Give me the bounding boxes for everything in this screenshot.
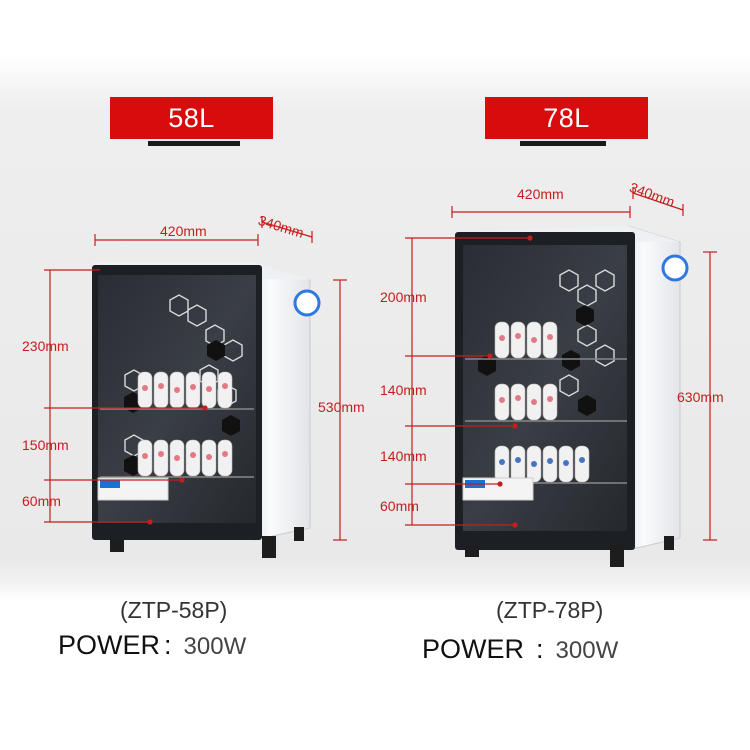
power-rating-78l: POWER:300W <box>422 634 618 665</box>
shelf-label-58l-bottom: 60mm <box>22 493 61 509</box>
capacity-tag-58l: 58L <box>110 97 273 139</box>
hexagon-pattern-78l <box>559 269 615 397</box>
power-rating-58l: POWER:300W <box>58 630 246 661</box>
shelf-label-78l-2: 140mm <box>380 382 427 398</box>
height-label-58l: 530mm <box>318 399 365 415</box>
cabinet-58l <box>92 262 321 558</box>
tag-shadow-78l <box>520 141 606 146</box>
dimension-lines-58l <box>44 216 347 541</box>
shelf-label-58l-top: 230mm <box>22 338 69 354</box>
shelf-label-58l-middle: 150mm <box>22 437 69 453</box>
dishes-78l <box>494 321 590 483</box>
width-label-58l: 420mm <box>160 223 207 239</box>
power-label: POWER <box>58 630 161 660</box>
model-label-78l: (ZTP-78P) <box>496 597 604 623</box>
cabinet-78l <box>455 225 689 567</box>
width-label-78l: 420mm <box>517 186 564 202</box>
capacity-tag-78l: 78L <box>485 97 648 139</box>
dishes-58l <box>137 371 233 477</box>
power-label: POWER <box>422 634 525 664</box>
shelf-label-78l-3: 140mm <box>380 448 427 464</box>
dimension-lines-78l <box>405 187 717 541</box>
height-label-78l: 630mm <box>677 389 724 405</box>
shelf-label-78l-4: 60mm <box>380 498 419 514</box>
power-value: 300W <box>183 633 247 660</box>
tag-shadow-58l <box>148 141 240 146</box>
power-separator: : <box>536 634 544 664</box>
power-separator: : <box>164 630 172 660</box>
model-label-58l: (ZTP-58P) <box>120 597 228 623</box>
shelf-label-78l-1: 200mm <box>380 289 427 305</box>
power-value: 300W <box>555 637 619 664</box>
